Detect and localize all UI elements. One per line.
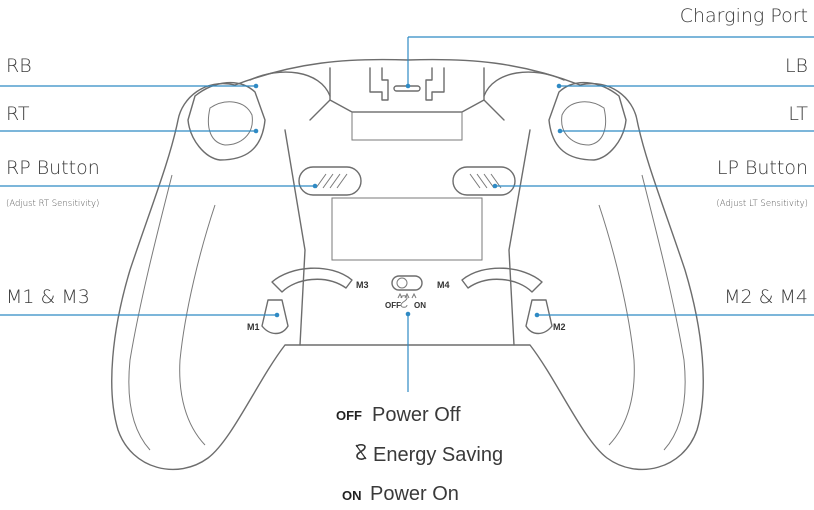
power-legend: OFF Power Off Energy Saving ON Power On (336, 404, 503, 505)
label-rp-note: (Adjust RT Sensitivity) (6, 199, 99, 209)
legend-item-energy-saving: Energy Saving (355, 443, 503, 466)
callout-lines (0, 36, 814, 392)
tag-m1: M1 (247, 322, 260, 332)
legend-key-off: OFF (336, 408, 362, 423)
label-charging-port: Charging Port (680, 5, 808, 27)
label-lp-button: LP Button (717, 157, 808, 179)
switch-energy-saving-icon (400, 295, 408, 308)
energy-saving-icon (355, 443, 367, 460)
tag-switch-off: OFF (385, 301, 401, 310)
label-rb: RB (6, 55, 32, 77)
tag-m3: M3 (356, 280, 369, 290)
tag-m2: M2 (553, 322, 566, 332)
legend-key-on: ON (342, 488, 362, 503)
tag-m4: M4 (437, 280, 450, 290)
label-lp-note: (Adjust LT Sensitivity) (716, 199, 808, 209)
label-rt: RT (6, 103, 30, 125)
label-rp-button: RP Button (6, 157, 100, 179)
label-m1-m3: M1 & M3 (6, 286, 90, 308)
label-m2-m4: M2 & M4 (724, 286, 808, 308)
legend-text-power-off: Power Off (372, 404, 461, 426)
controller-outline (111, 58, 704, 471)
tag-switch-on: ON (414, 301, 426, 310)
legend-item-power-on: ON Power On (342, 483, 459, 505)
label-lt: LT (788, 103, 808, 125)
label-lb: LB (785, 55, 808, 77)
legend-text-power-on: Power On (370, 483, 459, 505)
legend-item-power-off: OFF Power Off (336, 404, 461, 426)
legend-text-energy-saving: Energy Saving (373, 444, 503, 466)
